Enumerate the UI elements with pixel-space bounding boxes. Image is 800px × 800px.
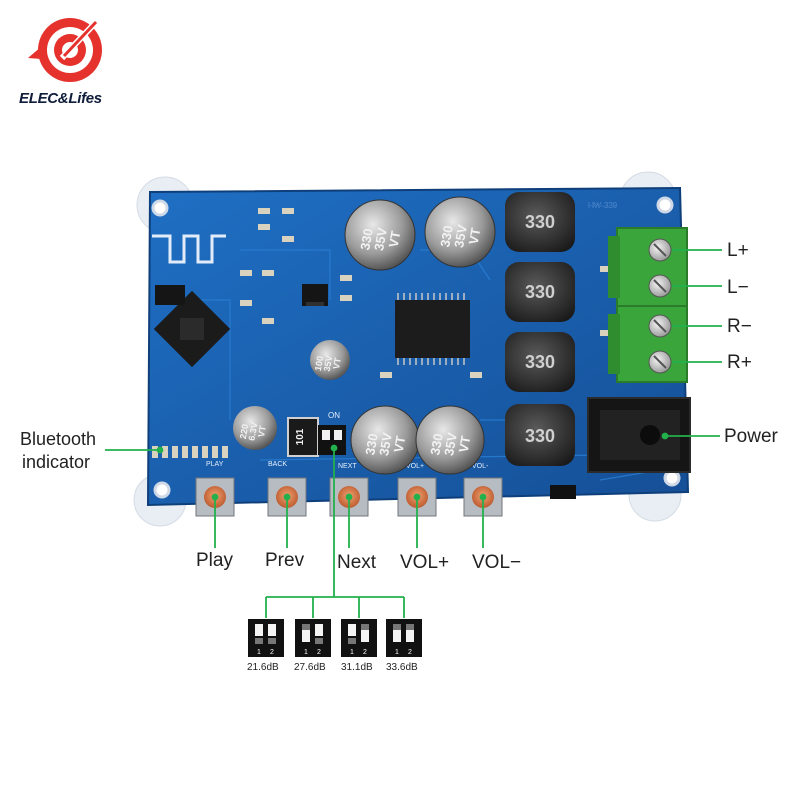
- board-model: HW-339: [588, 201, 618, 210]
- capacitor: [415, 405, 485, 475]
- inductor: 330: [505, 192, 575, 252]
- cap-marking-voltage: 35V: [451, 223, 470, 249]
- amplifier-ic: [395, 293, 470, 365]
- cap-marking-value: 330: [362, 432, 381, 456]
- brand-logo: [28, 17, 102, 82]
- inductor: 330: [505, 262, 575, 322]
- gain-switch-diagram: 1 2: [341, 619, 377, 657]
- svg-text:2: 2: [317, 649, 321, 656]
- cap-marking-value: 330: [357, 227, 376, 251]
- cap-marking-voltage: 35V: [441, 431, 460, 457]
- callout-lines: [105, 249, 722, 618]
- svg-text:NEXT: NEXT: [338, 463, 357, 470]
- inductor: 330: [505, 404, 575, 466]
- cap-marking-voltage: 35V: [371, 226, 390, 252]
- svg-text:BACK: BACK: [268, 461, 287, 468]
- cap-marking-series: VT: [391, 435, 409, 454]
- cap-marking-value: 330: [437, 224, 456, 248]
- label-bluetooth-indicator-1: Bluetooth: [20, 429, 97, 449]
- small-cap-marking: 6.3V: [247, 421, 260, 441]
- bluetooth-indicator-leds: [152, 446, 228, 458]
- small-cap-marking: VT: [331, 356, 343, 370]
- svg-text:ON: ON: [328, 411, 340, 420]
- gain-label: 21.6dB: [247, 662, 279, 673]
- svg-text:1: 1: [257, 649, 261, 656]
- capacitor-small: [310, 340, 350, 380]
- resistor: 101: [287, 417, 319, 457]
- svg-text:2: 2: [408, 649, 412, 656]
- svg-text:PLAY: PLAY: [206, 461, 224, 468]
- resistor-marking: 101: [295, 428, 306, 445]
- small-cap-marking: 100: [313, 355, 325, 372]
- gain-switch-diagram: 1 2: [248, 619, 284, 657]
- svg-text:HW-339: HW-339: [588, 201, 618, 210]
- label-r-minus: R−: [727, 316, 752, 337]
- label-r-plus: R+: [727, 352, 752, 373]
- svg-text:VOL-: VOL-: [472, 463, 489, 470]
- svg-text:1: 1: [350, 649, 354, 656]
- cap-marking-series: VT: [386, 230, 404, 249]
- power-jack[interactable]: [587, 397, 691, 473]
- label-bluetooth-indicator-2: indicator: [22, 452, 91, 472]
- svg-text:2: 2: [270, 649, 274, 656]
- small-cap-marking: 220: [238, 423, 250, 440]
- cap-marking-series: VT: [456, 435, 474, 454]
- diode: [550, 485, 576, 499]
- inductor-marking: 330: [525, 212, 555, 232]
- label-power: Power: [724, 426, 778, 447]
- inductor-marking: 330: [525, 352, 555, 372]
- gain-label: 33.6dB: [386, 662, 418, 673]
- svg-text:2: 2: [363, 649, 367, 656]
- gain-label: 27.6dB: [294, 662, 326, 673]
- brand-name: ELEC&Lifes: [19, 90, 102, 107]
- capacitor-small: [233, 406, 277, 450]
- speaker-terminal-left[interactable]: [608, 227, 688, 307]
- inductor-marking: 330: [525, 282, 555, 302]
- cap-marking-voltage: 35V: [376, 431, 395, 457]
- label-next: Next: [337, 552, 377, 573]
- label-l-minus: L−: [727, 277, 749, 298]
- capacitor: [424, 196, 496, 268]
- speaker-terminal-right[interactable]: [608, 305, 688, 383]
- label-prev: Prev: [265, 550, 305, 571]
- label-play: Play: [196, 550, 233, 571]
- small-cap-marking: 35V: [322, 355, 335, 373]
- inductor: 330: [505, 332, 575, 392]
- cap-marking-series: VT: [466, 227, 484, 246]
- gain-switch-diagram: 1 2: [386, 619, 422, 657]
- svg-text:VOL+: VOL+: [406, 463, 424, 470]
- svg-text:1: 1: [304, 649, 308, 656]
- gain-label: 31.1dB: [341, 662, 373, 673]
- svg-text:1: 1: [395, 649, 399, 656]
- label-vol-plus: VOL+: [400, 552, 450, 573]
- label-vol-minus: VOL−: [472, 552, 522, 573]
- label-l-plus: L+: [727, 240, 749, 261]
- gain-switch-diagram: 1 2: [295, 619, 331, 657]
- small-cap-marking: VT: [256, 424, 268, 438]
- inductor-marking: 330: [525, 426, 555, 446]
- cap-marking-value: 330: [427, 432, 446, 456]
